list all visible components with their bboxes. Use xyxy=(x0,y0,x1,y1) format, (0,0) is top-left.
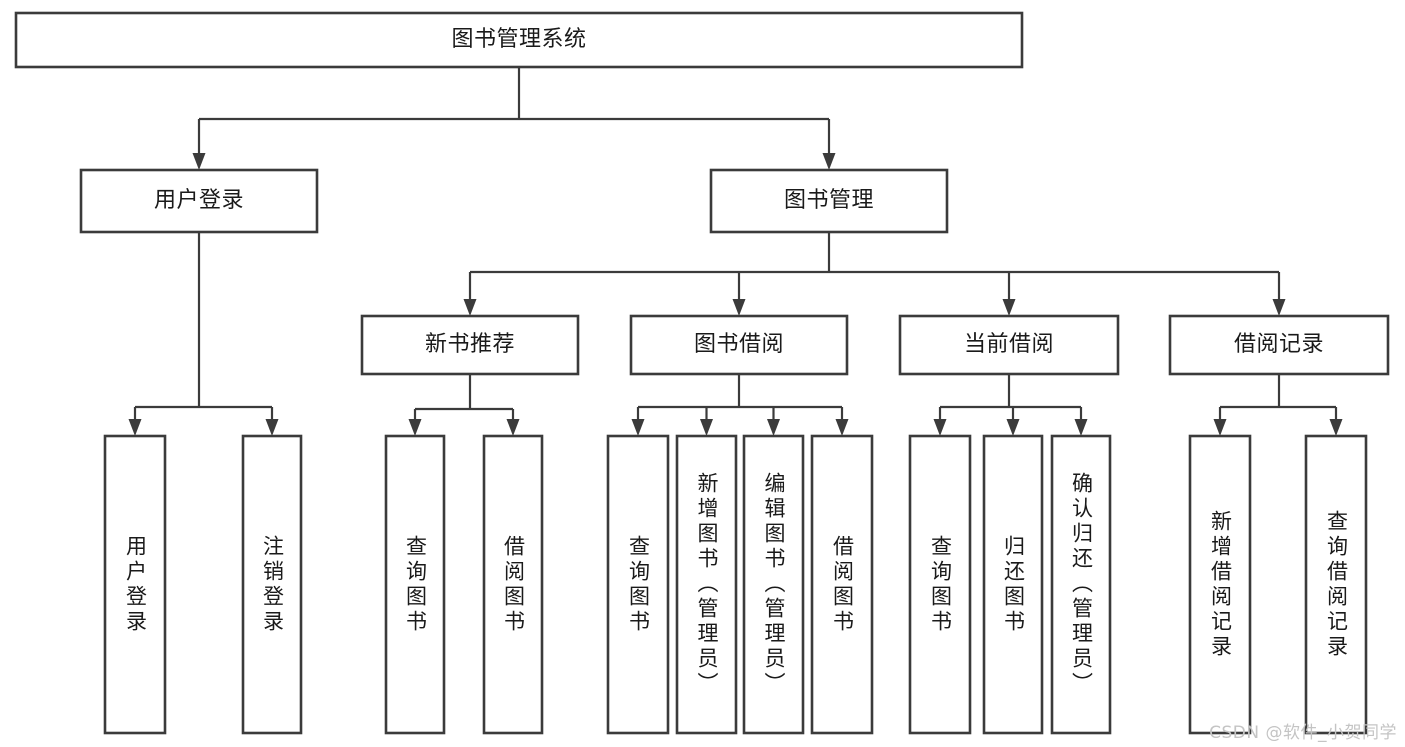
node-box-l3_3[interactable] xyxy=(1168,314,1390,376)
arrow-icon-leaf_4 xyxy=(631,419,645,436)
node-box-leaf_8[interactable] xyxy=(908,434,972,735)
arrow-icon-leaf_11 xyxy=(1213,419,1227,436)
node-box-leaf_9[interactable] xyxy=(982,434,1044,735)
arrow-icon-leaf_12 xyxy=(1329,419,1343,436)
arrow-icon-l3_3 xyxy=(1272,299,1286,316)
arrow-icon-leaf_6 xyxy=(767,419,780,436)
node-box-l3_1[interactable] xyxy=(629,314,849,376)
node-box-l3_0[interactable] xyxy=(360,314,580,376)
node-box-leaf_3[interactable] xyxy=(482,434,544,735)
node-box-root[interactable] xyxy=(14,11,1024,69)
node-boxes-layer xyxy=(14,11,1390,735)
arrow-icon-l3_0 xyxy=(463,299,477,316)
connector-lines-layer xyxy=(128,67,1343,436)
arrow-icon-leaf_2 xyxy=(408,419,422,436)
arrow-icon-leaf_5 xyxy=(700,419,713,436)
arrow-icon-leaf_8 xyxy=(933,419,947,436)
node-box-leaf_1[interactable] xyxy=(241,434,303,735)
arrow-icon-leaf_9 xyxy=(1006,419,1020,436)
arrow-icon-l2_0 xyxy=(192,153,206,170)
arrow-icon-l3_1 xyxy=(732,299,746,316)
node-box-l3_2[interactable] xyxy=(898,314,1120,376)
arrow-icon-leaf_0 xyxy=(128,419,142,436)
node-box-leaf_10[interactable] xyxy=(1050,434,1112,735)
arrow-icon-l3_2 xyxy=(1002,299,1016,316)
arrow-icon-leaf_7 xyxy=(835,419,849,436)
node-box-leaf_7[interactable] xyxy=(810,434,874,735)
arrow-icon-leaf_3 xyxy=(506,419,520,436)
node-box-l2_0[interactable] xyxy=(79,168,319,234)
node-box-l2_1[interactable] xyxy=(709,168,949,234)
node-box-leaf_0[interactable] xyxy=(103,434,167,735)
arrow-icon-l2_1 xyxy=(822,153,836,170)
node-box-leaf_2[interactable] xyxy=(384,434,446,735)
arrow-icon-leaf_10 xyxy=(1074,419,1088,436)
node-box-leaf_5[interactable] xyxy=(675,434,738,735)
node-box-leaf_12[interactable] xyxy=(1304,434,1368,735)
node-box-leaf_4[interactable] xyxy=(606,434,670,735)
node-box-leaf_6[interactable] xyxy=(742,434,805,735)
node-box-leaf_11[interactable] xyxy=(1188,434,1252,735)
arrow-icon-leaf_1 xyxy=(265,419,279,436)
